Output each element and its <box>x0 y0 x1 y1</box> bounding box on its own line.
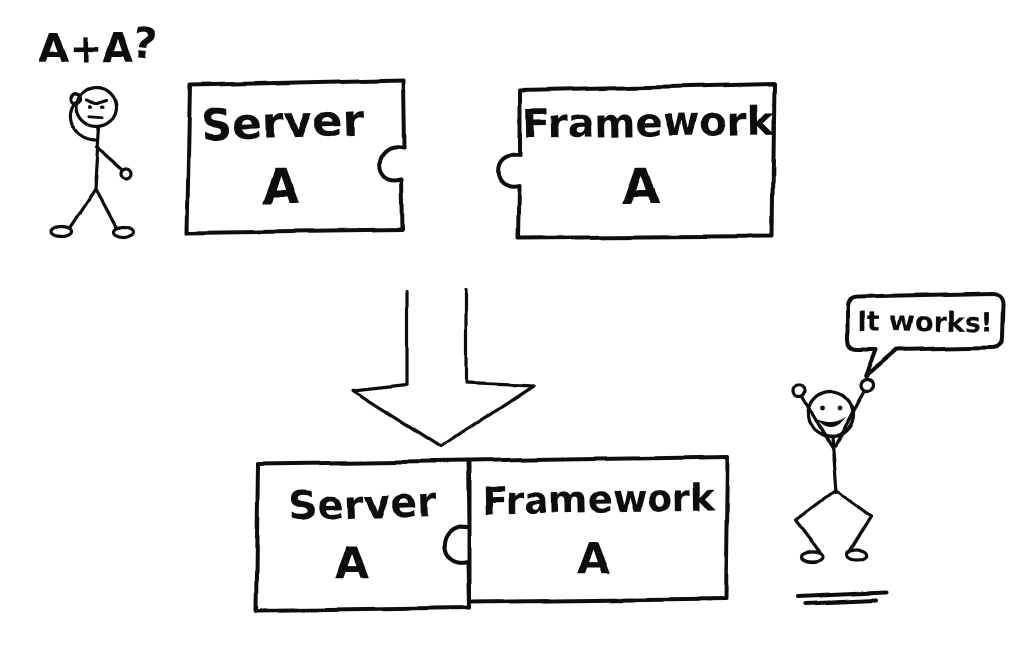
framework-bottom-title: Framework <box>482 476 716 523</box>
ground-shadow <box>796 590 888 598</box>
speech-bubble-text: It works! <box>857 307 993 338</box>
happy-eye-left <box>820 405 826 411</box>
happy-eye-right <box>837 405 843 411</box>
server-bottom-title: Server <box>287 479 437 530</box>
confused-stick-figure <box>49 85 135 239</box>
happy-arm-right <box>833 389 866 447</box>
figure-leg-right <box>93 187 117 228</box>
figure-leg-left <box>68 187 97 229</box>
puzzle-piece-server-bottom: Server A <box>254 459 472 613</box>
question-label: A+A <box>38 26 133 72</box>
question-mark: ? <box>130 18 160 70</box>
puzzle-piece-framework-bottom: Framework A <box>468 455 730 604</box>
server-top-variant: A <box>261 160 298 216</box>
down-arrow <box>350 288 535 449</box>
figure-eye-right <box>101 105 105 109</box>
puzzle-outline-framework-bottom <box>468 455 730 604</box>
happy-fist-right <box>859 377 875 393</box>
server-bottom-variant: A <box>335 539 369 590</box>
puzzle-outline-server-top <box>185 78 406 235</box>
happy-head <box>807 390 855 438</box>
figure-hand <box>119 167 133 181</box>
happy-foot-left <box>799 551 825 565</box>
framework-top-variant: A <box>622 159 659 215</box>
question-annotation: A+A ? <box>38 18 160 72</box>
celebrating-stick-figure <box>792 377 888 605</box>
figure-foot-right <box>111 224 135 238</box>
server-top-title: Server <box>200 95 365 152</box>
happy-leg-right <box>834 488 874 552</box>
down-arrow-outline <box>350 288 535 449</box>
figure-brow-right <box>96 98 109 105</box>
speech-bubble: It works! <box>845 292 1005 378</box>
speech-bubble-outline <box>845 292 1005 378</box>
figure-eye-left <box>89 105 93 109</box>
puzzle-piece-server-top: Server A <box>185 78 406 235</box>
happy-arm-left <box>801 395 834 449</box>
happy-leg-left <box>793 488 838 555</box>
happy-fist-left <box>792 383 808 399</box>
framework-top-title: Framework <box>522 98 775 148</box>
happy-smile <box>817 417 846 428</box>
puzzle-outline-framework-top <box>496 82 776 240</box>
figure-arm-down <box>95 146 124 172</box>
figure-head <box>75 85 119 129</box>
puzzle-piece-framework-top: Framework A <box>496 82 776 240</box>
ground-shadow-smudge <box>804 598 878 605</box>
figure-hand-on-head <box>69 92 83 106</box>
figure-foot-left <box>49 225 73 239</box>
figure-body <box>93 125 101 191</box>
figure-brow-left <box>85 98 98 105</box>
figure-arm-scratching <box>69 101 99 143</box>
framework-bottom-variant: A <box>577 534 611 585</box>
happy-foot-right <box>845 548 869 562</box>
figure-mouth <box>88 115 105 120</box>
